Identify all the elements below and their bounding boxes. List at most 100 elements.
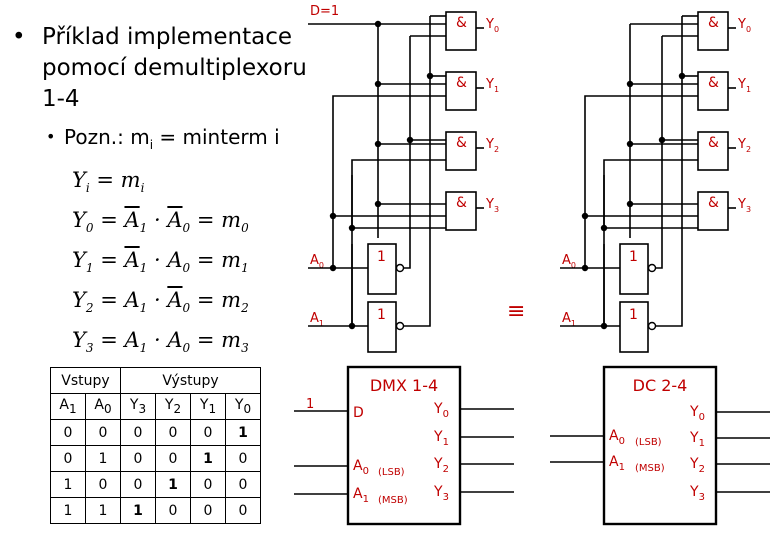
dmx-block (346, 365, 462, 526)
dc-block (602, 365, 718, 526)
dmx-lsb-label: (LSB) (378, 467, 405, 478)
input-label-a1: A1 (310, 311, 324, 328)
wire-a0 (584, 95, 698, 200)
dmx-a0-label: A0 (353, 458, 369, 477)
not-gate-symbol: 1 (629, 307, 638, 323)
table-cell: 0 (120, 445, 156, 472)
junction-dot (626, 200, 634, 208)
and-gate-symbol: & (456, 75, 467, 91)
table-cell: 0 (120, 419, 156, 446)
junction-dot (626, 140, 634, 148)
table-column-header: Y3 (120, 393, 156, 420)
and-gate-symbol: & (456, 195, 467, 211)
dc-output-label: Y3 (689, 484, 705, 503)
junction-dot (600, 224, 608, 232)
dc-output-label: Y2 (689, 456, 705, 475)
table-cell: 1 (85, 497, 121, 524)
dc-output-label: Y0 (689, 404, 705, 423)
not-gate-symbol: 1 (377, 249, 386, 265)
note-sub: i (149, 138, 154, 152)
dmx-output-label: Y3 (433, 484, 449, 503)
wire-a0-bar (404, 140, 411, 269)
table-cell: 0 (225, 471, 261, 498)
dc-a0-label: A0 (609, 428, 625, 447)
output-label: Y1 (485, 77, 499, 94)
output-label: Y1 (737, 77, 751, 94)
sub-bullet: • Pozn.: mi = minterm i (8, 123, 308, 159)
table-row: 1 1 1 0 0 0 (50, 497, 261, 524)
dmx-output-label: Y0 (433, 401, 449, 420)
dc-title: DC 2-4 (633, 376, 688, 395)
table-column-header: Y0 (225, 393, 261, 420)
junction-dot (581, 212, 589, 220)
note-text: Pozn.: m (64, 125, 150, 149)
table-cell: 0 (155, 497, 191, 524)
not-gate-symbol: 1 (629, 249, 638, 265)
input-label-a0: A0 (562, 253, 576, 270)
table-cell: 0 (225, 497, 261, 524)
wire-a1-bar (404, 80, 431, 327)
dmx-output-label: Y1 (433, 429, 449, 448)
output-label: Y3 (485, 197, 499, 214)
dmx-d-label: D (353, 405, 364, 421)
dc-output-label: Y1 (689, 430, 705, 449)
junction-dot (348, 224, 356, 232)
table-column-header: A1 (50, 393, 86, 420)
and-gate-symbol: & (456, 15, 467, 31)
junction-dot (374, 200, 382, 208)
wire-a1 (351, 159, 446, 175)
output-label: Y0 (485, 17, 499, 34)
and-gate (445, 71, 477, 111)
table-column-header: Y1 (190, 393, 226, 420)
and-gate-symbol: & (708, 75, 719, 91)
table-cell: 1 (225, 419, 261, 446)
dmx-title: DMX 1-4 (370, 376, 438, 395)
equation: Y3 = A1 · A0 = m3 (72, 328, 249, 356)
dc-msb-label: (MSB) (635, 463, 665, 474)
and-gate (445, 191, 477, 231)
equation: Y1 = A1 · A0 = m1 (72, 248, 249, 276)
d-input-label: D=1 (310, 4, 339, 19)
truth-table: Vstupy Výstupy A1 A0 Y3 Y2 Y1 Y0 0 0 0 0… (50, 367, 261, 524)
equation: Yi = mi (72, 168, 145, 196)
table-row: 0 1 0 0 1 0 (50, 445, 261, 472)
junction-dot (374, 140, 382, 148)
and-gate (445, 131, 477, 171)
and-gate-symbol: & (708, 195, 719, 211)
output-label: Y3 (737, 197, 751, 214)
not-bubble (647, 263, 657, 273)
bullet-dot: • (46, 127, 56, 146)
input-label-a0: A0 (310, 253, 324, 270)
output-label: Y0 (737, 17, 751, 34)
equation: Y0 = A1 · A0 = m0 (72, 208, 249, 236)
output-label: Y2 (485, 137, 499, 154)
table-cell: 0 (190, 471, 226, 498)
dc-lsb-label: (LSB) (635, 437, 662, 448)
and-gate-symbol: & (708, 15, 719, 31)
not-bubble (395, 321, 405, 331)
dc-a1-label: A1 (609, 454, 625, 473)
not-gate (367, 301, 397, 353)
bullet-dot: • (12, 24, 26, 50)
and-gate (697, 131, 729, 171)
main-bullet-line: pomocí demultiplexoru (42, 55, 307, 81)
and-gate (697, 191, 729, 231)
table-cell: 1 (190, 445, 226, 472)
and-gate (445, 11, 477, 51)
equation: Y2 = A1 · A0 = m2 (72, 288, 249, 316)
table-cell: 0 (190, 419, 226, 446)
equivalence-symbol: ≡ (507, 299, 525, 324)
dmx-input-one: 1 (306, 397, 314, 412)
table-group-header: Výstupy (120, 367, 261, 394)
dmx-output-label: Y2 (433, 456, 449, 475)
and-gate (697, 11, 729, 51)
note-rest: = minterm i (153, 125, 280, 149)
junction-dot (426, 72, 434, 80)
table-row: 0 0 0 0 0 1 (50, 419, 261, 446)
junction-dot (374, 80, 382, 88)
and-gate-symbol: & (708, 135, 719, 151)
wire-a1 (603, 159, 698, 175)
not-gate-symbol: 1 (377, 307, 386, 323)
junction-dot (329, 212, 337, 220)
